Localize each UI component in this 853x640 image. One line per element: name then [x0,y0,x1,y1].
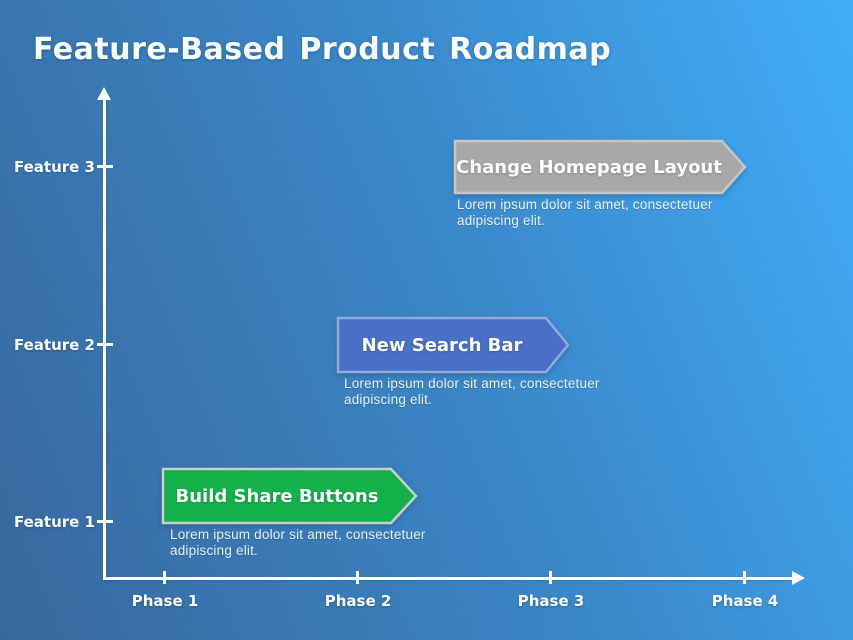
milestone-banner-change-homepage-layout: Change Homepage Layout [453,139,747,195]
y-axis-line [103,96,106,580]
milestone-description: Lorem ipsum dolor sit amet, consectetuer… [457,197,713,228]
y-tick-feature-3 [97,165,113,168]
y-axis-label-feature-1: Feature 1 [13,513,95,531]
y-axis-label-feature-2: Feature 2 [13,336,95,354]
milestone-banner-build-share-buttons: Build Share Buttons [161,467,419,525]
x-axis-label-phase-2: Phase 2 [324,592,392,610]
x-axis-line [103,577,795,580]
milestone-label: Build Share Buttons [175,485,379,507]
y-axis-label-feature-3: Feature 3 [13,158,95,176]
milestone-label: New Search Bar [361,334,523,356]
milestone-description: Lorem ipsum dolor sit amet, consectetuer… [170,527,426,558]
x-axis-label-phase-1: Phase 1 [131,592,199,610]
arrow-shape [161,467,418,525]
x-tick-phase-3 [549,571,552,584]
x-axis-arrowhead-icon [792,571,805,585]
milestone-label: Change Homepage Layout [456,156,722,178]
x-axis-label-phase-3: Phase 3 [517,592,585,610]
milestone-description: Lorem ipsum dolor sit amet, consectetuer… [344,376,600,407]
y-tick-feature-2 [97,343,113,346]
page-title: Feature-Based Product Roadmap [33,32,612,67]
x-tick-phase-1 [163,571,166,584]
milestone-banner-new-search-bar: New Search Bar [336,316,572,374]
arrow-shape [453,139,747,195]
arrow-shape [336,316,570,374]
y-tick-feature-1 [97,520,113,523]
x-tick-phase-2 [356,571,359,584]
x-axis-label-phase-4: Phase 4 [711,592,779,610]
x-tick-phase-4 [743,571,746,584]
y-axis-arrowhead-icon [97,87,111,100]
